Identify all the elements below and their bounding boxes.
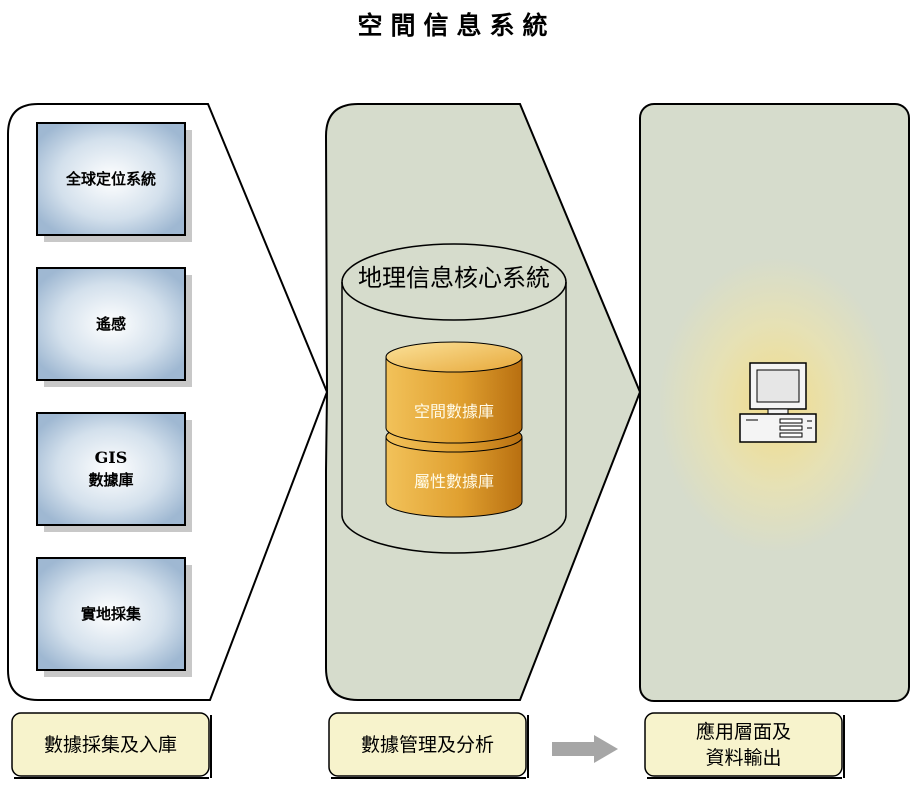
spatial-db-label: 空間數據庫 (413, 402, 494, 421)
spatial-db-cylinder (385, 341, 523, 444)
core-system-cylinder (341, 243, 567, 554)
gis-db-box (36, 412, 192, 532)
collection-panel (7, 103, 329, 701)
gps-box (36, 122, 192, 242)
gis-db-label-line1: GIS (94, 448, 128, 467)
page-title: 空間信息系統 (357, 11, 556, 40)
field-collection-box (36, 557, 192, 677)
output-label-line1: 應用層面及 (695, 720, 791, 743)
gis-db-label: GIS 數據庫 (37, 413, 185, 525)
remote-sensing-box (36, 267, 192, 387)
gis-db-label-line2: 數據庫 (88, 471, 134, 489)
management-label: 數據管理及分析 (360, 733, 494, 756)
gps-label: 全球定位系統 (65, 170, 156, 188)
output-label: 應用層面及 資料輸出 (645, 713, 842, 776)
attribute-db-label: 屬性數據庫 (413, 472, 494, 491)
output-label-line2: 資料輸出 (705, 746, 782, 769)
output-label-box (644, 712, 843, 777)
arrow-right-icon (552, 735, 618, 763)
collection-label: 數據採集及入庫 (43, 733, 177, 756)
remote-sensing-label: 遙感 (95, 315, 126, 333)
core-system-title: 地理信息核心系統 (358, 264, 550, 292)
computer-icon (739, 362, 817, 443)
field-collection-label: 實地採集 (80, 605, 141, 623)
collection-label-box (11, 712, 210, 777)
management-label-box (328, 712, 527, 777)
